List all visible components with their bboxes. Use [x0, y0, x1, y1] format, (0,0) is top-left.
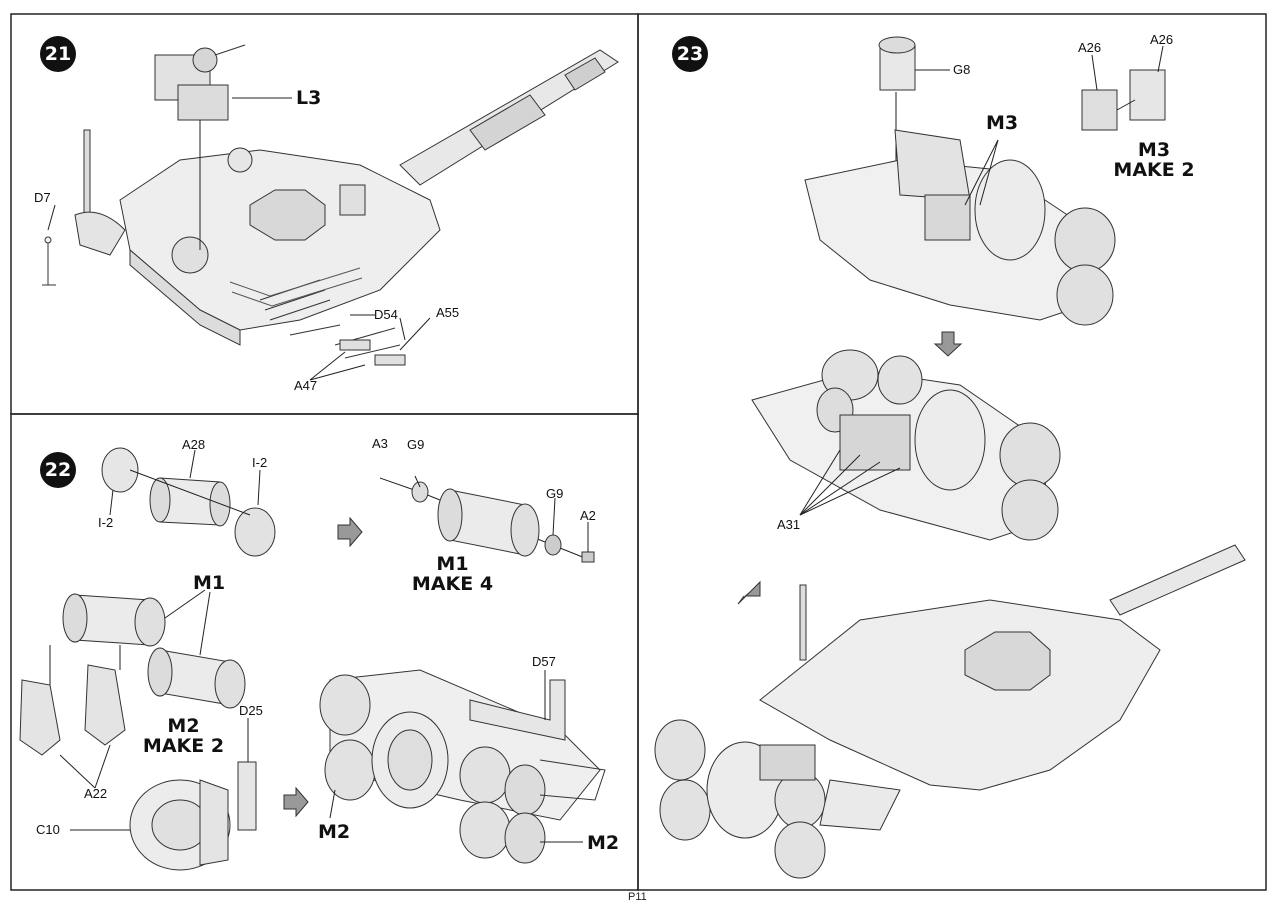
part-label-L3: L3	[296, 87, 322, 109]
step-number-23: 23	[672, 36, 708, 72]
part-label-A22: A22	[84, 786, 108, 801]
part-label-D54: D54	[374, 307, 398, 322]
part-label-I2-top: I-2	[252, 455, 268, 470]
part-label-A26-right: A26	[1150, 32, 1174, 47]
part-label-C10: C10	[36, 822, 60, 837]
part-label-I2-bottom: I-2	[98, 515, 114, 530]
part-label-A47: A47	[294, 378, 318, 393]
step-number-21: 21	[40, 36, 76, 72]
assembly-name-M1: M1	[436, 553, 469, 575]
hull-drawing-23	[654, 36, 1246, 879]
assembly-label-M3: M3	[986, 112, 1019, 134]
assembly-label-M2-left: M2	[318, 821, 351, 843]
part-label-A28: A28	[182, 437, 206, 452]
part-label-A31: A31	[777, 517, 801, 532]
part-label-D57: D57	[532, 654, 556, 669]
part-label-G9-left: G9	[407, 437, 425, 452]
part-label-G8: G8	[953, 62, 971, 77]
panel-frames	[10, 13, 1267, 891]
assembly-label-M2-make2: M2 MAKE 2	[136, 716, 231, 756]
page-number: P11	[628, 891, 647, 903]
make-count-4: MAKE 4	[411, 573, 494, 595]
turret-drawing-21	[42, 44, 619, 381]
part-label-A2: A2	[580, 508, 596, 523]
roadwheel-drawing-22	[19, 447, 606, 871]
step-number-22: 22	[40, 452, 76, 488]
part-label-A26-left: A26	[1078, 40, 1102, 55]
make-count-2: MAKE 2	[142, 735, 225, 757]
assembly-label-M1-make4: M1 MAKE 4	[405, 554, 500, 594]
assembly-label-M2-right: M2	[587, 832, 620, 854]
part-label-D25: D25	[239, 703, 263, 718]
assembly-name-M3: M3	[1137, 139, 1171, 161]
part-label-G9-right: G9	[546, 486, 564, 501]
part-label-A55: A55	[436, 305, 460, 320]
part-label-D7: D7	[34, 190, 51, 205]
assembly-label-M3-make2: M3 MAKE 2	[1104, 140, 1204, 180]
part-label-A3: A3	[372, 436, 388, 451]
make-count-2b: MAKE 2	[1113, 159, 1195, 181]
assembly-name-M2: M2	[167, 715, 200, 737]
assembly-label-M1: M1	[193, 572, 226, 594]
